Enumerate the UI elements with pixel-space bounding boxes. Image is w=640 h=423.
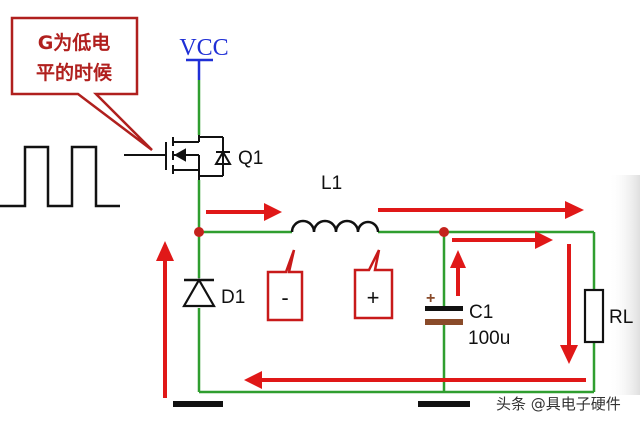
c1-plus-sign: + — [426, 290, 435, 307]
callout-bubble: G为低电 平的时候 — [10, 16, 153, 151]
switch-node-dot — [194, 227, 204, 237]
current-flow-arrows — [156, 201, 586, 398]
edge-shading — [608, 175, 640, 395]
vcc-rail-symbol — [186, 58, 213, 80]
c1-label: C1 — [469, 302, 493, 323]
callout-line-2: 平的时候 — [36, 61, 113, 84]
inductor-plus-marker: + — [353, 249, 394, 320]
resistor-rl — [583, 288, 605, 344]
l1-label: L1 — [321, 173, 342, 194]
ground-symbols — [173, 401, 470, 407]
mosfet-q1 — [124, 135, 232, 180]
d1-label: D1 — [221, 287, 245, 308]
vcc-label: VCC — [179, 35, 228, 61]
watermark-text: 头条 @具电子硬件 — [496, 395, 621, 413]
output-node-dot — [439, 227, 449, 237]
wires — [197, 80, 596, 394]
minus-sign: - — [281, 285, 288, 310]
c1-value: 100u — [468, 328, 510, 349]
rl-label: RL — [609, 307, 633, 328]
q1-label: Q1 — [238, 148, 263, 169]
callout-line-1: G为低电 — [38, 31, 111, 54]
inductor-minus-marker: - — [266, 249, 304, 322]
pwm-square-wave — [0, 145, 120, 208]
diode-d1 — [182, 277, 216, 308]
capacitor-c1 — [425, 306, 463, 325]
inductor-l1 — [290, 219, 380, 233]
plus-sign: + — [367, 285, 380, 310]
